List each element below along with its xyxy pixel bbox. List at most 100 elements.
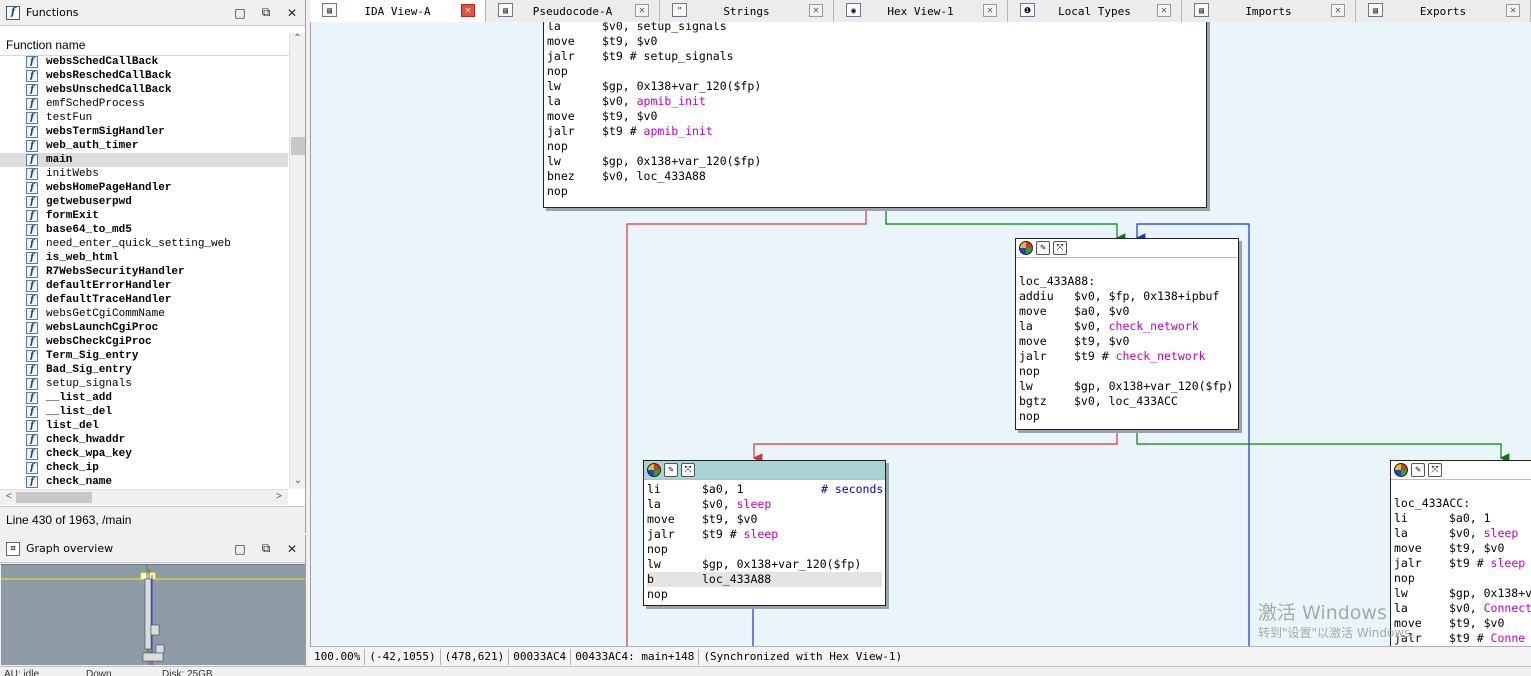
function-reference[interactable]: apmib_init xyxy=(643,124,713,138)
function-reference[interactable]: apmib_init xyxy=(636,94,706,108)
asm-line[interactable]: li$a0, 1# seconds xyxy=(647,482,883,497)
color-palette-icon[interactable] xyxy=(1019,241,1033,255)
asm-line[interactable]: lw$gp, 0x138+var_120($fp) xyxy=(647,557,882,572)
asm-line[interactable]: move$t9, $v0 xyxy=(647,512,882,527)
asm-line[interactable]: nop xyxy=(1394,571,1531,586)
rename-icon[interactable]: ✎ xyxy=(1411,463,1425,477)
close-icon[interactable]: ✕ xyxy=(286,541,298,556)
function-reference[interactable]: check_network xyxy=(1108,319,1199,333)
asm-line[interactable]: bgtz$v0, loc_433ACC xyxy=(1019,394,1235,409)
asm-line[interactable]: lw$gp, 0x138+v xyxy=(1394,586,1531,601)
asm-line[interactable]: jalr$t9 # apmib_init xyxy=(547,124,1203,139)
asm-line[interactable]: move$t9, $v0 xyxy=(1019,334,1235,349)
asm-line[interactable]: jalr$t9 # setup_signals xyxy=(547,49,1203,64)
chevron-up-icon[interactable]: ⌃ xyxy=(293,33,302,44)
chevron-left-icon[interactable]: < xyxy=(6,491,12,502)
asm-line[interactable]: nop xyxy=(547,64,1203,79)
rename-icon[interactable]: ✎ xyxy=(1036,241,1050,255)
asm-line[interactable]: bnez$v0, loc_433A88 xyxy=(547,169,1203,184)
asm-line[interactable]: nop xyxy=(1019,364,1235,379)
close-tab-icon[interactable]: ✕ xyxy=(461,4,475,17)
close-tab-icon[interactable]: ✕ xyxy=(1506,4,1520,17)
asm-line[interactable]: move$t9, $v0 xyxy=(547,109,1203,124)
function-name-column-header[interactable]: Function name xyxy=(0,34,305,56)
asm-line[interactable]: nop xyxy=(647,542,882,557)
asm-line[interactable]: la$v0, setup_signals xyxy=(547,22,1203,34)
color-palette-icon[interactable] xyxy=(1394,463,1408,477)
asm-line[interactable]: nop xyxy=(647,587,882,602)
asm-line[interactable]: move$t9, $v0 xyxy=(1394,616,1531,631)
basic-block-loc-433a88[interactable]: ✎ ⤧ loc_433A88: addiu$v0, $fp, 0x138+ipb… xyxy=(1015,238,1239,430)
asm-line[interactable]: move$t9, $v0 xyxy=(1394,541,1531,556)
asm-line[interactable]: la$v0, Connect xyxy=(1394,601,1531,616)
function-reference[interactable]: sleep xyxy=(743,527,779,541)
chevron-right-icon[interactable]: > xyxy=(276,491,282,502)
function-reference[interactable]: Conne xyxy=(1490,631,1526,645)
asm-line[interactable]: la$v0, check_network xyxy=(1019,319,1235,334)
tab-exports[interactable]: ▤Exports✕ xyxy=(1356,0,1531,22)
color-palette-icon[interactable] xyxy=(647,463,661,477)
asm-line[interactable]: move$a0, $v0 xyxy=(1019,304,1235,319)
function-reference[interactable]: sleep xyxy=(1490,556,1526,570)
asm-line[interactable]: jalr$t9 # sleep xyxy=(647,527,882,542)
asm-line[interactable]: lw$gp, 0x138+var_120($fp) xyxy=(547,79,1203,94)
float-icon[interactable]: ⧉ xyxy=(261,5,271,19)
tab-hex-view-1[interactable]: ◉Hex View-1✕ xyxy=(834,0,1008,22)
asm-line[interactable]: nop xyxy=(1019,409,1235,424)
close-icon[interactable]: ✕ xyxy=(286,5,298,20)
scroll-thumb[interactable] xyxy=(291,137,305,155)
function-reference[interactable]: sleep xyxy=(1483,526,1519,540)
close-tab-icon[interactable]: ✕ xyxy=(1331,4,1345,17)
asm-line[interactable]: lw$gp, 0x138+var_120($fp) xyxy=(1019,379,1235,394)
chevron-down-icon[interactable]: ⌄ xyxy=(293,475,303,486)
asm-line[interactable]: jalr$t9 # check_network xyxy=(1019,349,1235,364)
scroll-thumb[interactable] xyxy=(16,492,92,503)
asm-line[interactable]: nop xyxy=(547,184,1203,199)
function-list-item[interactable]: f__list_del xyxy=(0,405,288,419)
rename-icon[interactable]: ✎ xyxy=(664,463,678,477)
tab-ida-view-a[interactable]: ▤IDA View-A✕ xyxy=(310,0,486,22)
function-list-vertical-scrollbar[interactable]: ⌃ ⌄ xyxy=(289,33,305,489)
asm-line[interactable]: addiu$v0, $fp, 0x138+ipbuf xyxy=(1019,289,1235,304)
close-tab-icon[interactable]: ✕ xyxy=(635,4,649,17)
group-nodes-icon[interactable]: ⤧ xyxy=(681,463,695,477)
function-reference[interactable]: Connect xyxy=(1483,601,1531,615)
asm-line[interactable]: jalr$t9 # Conne xyxy=(1394,631,1531,646)
function-reference[interactable]: sleep xyxy=(736,497,772,511)
tab-pseudocode-a[interactable]: ▤Pseudocode-A✕ xyxy=(486,0,660,22)
asm-line[interactable]: la$v0, sleep xyxy=(1394,526,1531,541)
asm-line[interactable]: la$v0, sleep xyxy=(647,497,882,512)
asm-line[interactable]: la$v0, apmib_init xyxy=(547,94,1203,109)
